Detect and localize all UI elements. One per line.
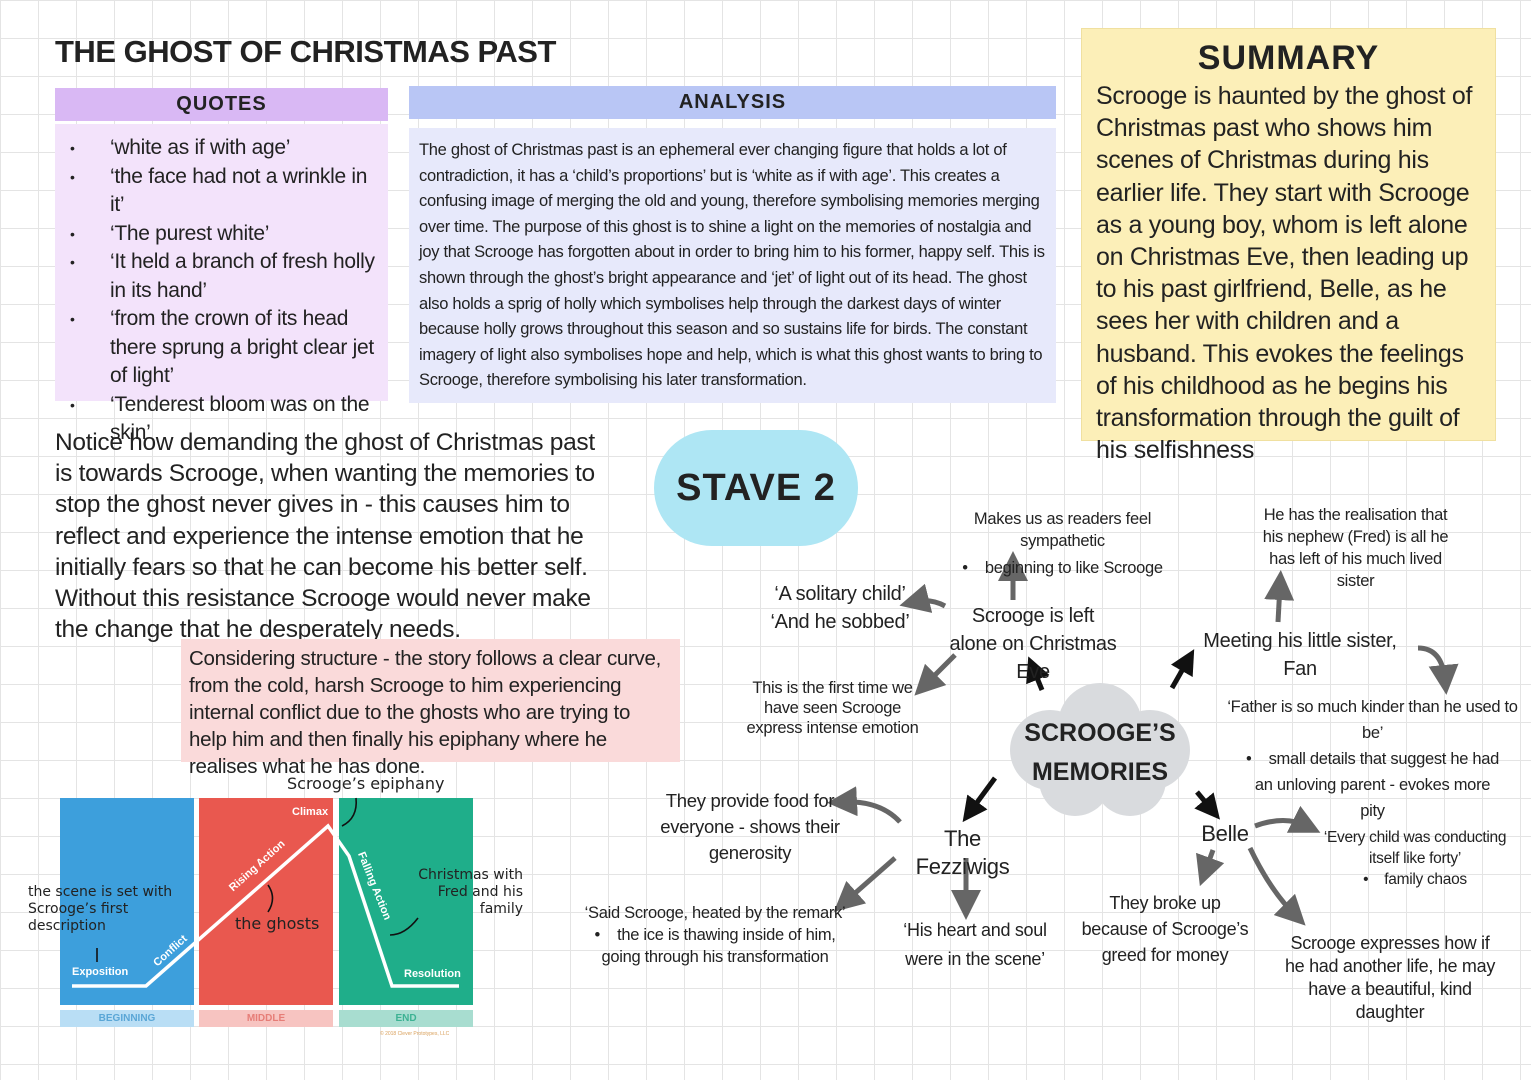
structure-note: Considering structure - the story follow… [181,639,680,778]
stage-label: MIDDLE [199,1010,333,1027]
node-left-alone: Scrooge is left alone on Christmas Eve [949,605,1117,683]
list-item: ‘white as if with age’ [65,134,378,163]
label-climax: Climax [292,806,329,818]
bullet: • the ice is thawing inside of him, goin… [594,926,836,966]
label-exposition: Exposition [72,966,129,978]
quotes-header: QUOTES [55,88,388,121]
list-item: ‘the face had not a wrinkle in it’ [65,163,378,220]
text: ‘Father is so much kinder than he used t… [1227,698,1518,742]
node-fan: Meeting his little sister, Fan [1203,630,1397,680]
node-sympathetic: Makes us as readers feel sympathetic • be… [935,508,1190,579]
text: ‘Every child was conducting itself like … [1323,829,1507,867]
analysis-header: ANALYSIS [409,86,1056,119]
cloud-shape [1010,683,1190,816]
node-solitary: ‘A solitary child’ ‘And he sobbed’ [770,583,910,633]
list-item: ‘from the crown of its head there sprung… [65,305,378,391]
node-belle: Belle [1201,821,1249,846]
node-said: ‘Said Scrooge, heated by the remark’ • th… [580,902,850,968]
summary-box: SUMMARY Scrooge is haunted by the ghost … [1081,28,1496,464]
stave-badge: STAVE 2 [654,430,858,546]
list-item: ‘Tenderest bloom was on the skin’ [65,391,378,448]
panel-beginning [60,798,194,1005]
node-daughter: Scrooge expresses how if he had another … [1284,933,1496,1022]
note-christmas: Christmas with Fred and his family [418,867,523,917]
mindmap-center: SCROOGE’S MEMORIES [1024,719,1176,786]
notice-paragraph: Notice how demanding the ghost of Christ… [55,429,595,644]
node-first-time: This is the first time we have seen Scro… [746,679,919,737]
summary-header: SUMMARY [1197,39,1380,77]
analysis-text: The ghost of Christmas past is an epheme… [409,128,1056,403]
list-item: ‘The purest white’ [65,220,378,249]
page-title: THE GHOST OF CHRISTMAS PAST [55,34,556,69]
copyright: © 2018 Clever Prototypes, LLC [380,1031,450,1037]
text: ‘Said Scrooge, heated by the remark’ [584,904,846,922]
node-every-child: ‘Every child was conducting itself like … [1310,827,1520,890]
quotes-list: ‘white as if with age’ ‘the face had not… [55,124,388,444]
node-food: They provide food for everyone - shows t… [660,790,840,863]
note-epiphany: Scrooge’s epiphany [287,774,445,793]
bullet: • beginning to like Scrooge [962,559,1163,577]
text: beginning to like Scrooge [984,559,1163,577]
node-heart: ‘His heart and soul were in the scene’ [903,920,1047,969]
bullet: • small details that suggest he had an u… [1245,750,1500,820]
text: small details that suggest he had an unl… [1254,750,1500,820]
node-fezziwigs: The Fezziwigs [915,826,1010,879]
list-item: ‘It held a branch of fresh holly in its … [65,248,378,305]
node-realisation: He has the realisation that his nephew (… [1262,506,1449,590]
text: the ice is thawing inside of him, going … [601,926,836,966]
text: Makes us as readers feel sympathetic [973,510,1152,550]
label-resolution: Resolution [404,968,461,980]
plot-line [72,797,459,988]
stage-label: END [339,1010,473,1027]
bullet: • family chaos [1363,871,1467,888]
node-father: ‘Father is so much kinder than he used t… [1225,694,1520,824]
note-scene: the scene is set with Scrooge’s first de… [28,884,173,934]
summary-text: Scrooge is haunted by the ghost of Chris… [1096,82,1473,465]
panel-end [339,798,473,1005]
panel-middle [199,798,333,1005]
text: family chaos [1384,871,1467,888]
note-ghosts: the ghosts [235,914,320,933]
node-broke-up: They broke up because of Scrooge’s greed… [1081,893,1249,965]
stage-label: BEGINNING [60,1010,194,1027]
